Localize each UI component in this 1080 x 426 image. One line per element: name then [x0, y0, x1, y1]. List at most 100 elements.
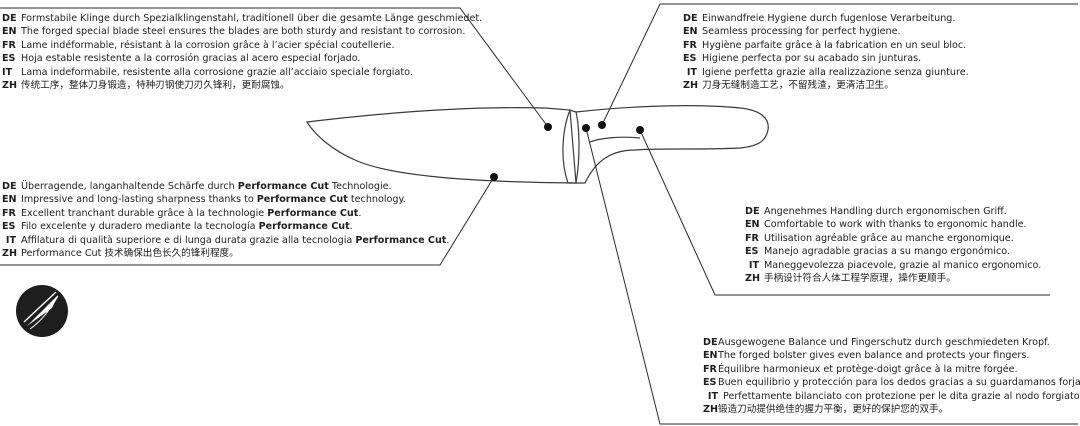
text-part: .	[358, 207, 362, 219]
line-text: Lame indéformable, résistant à la corros…	[21, 39, 395, 51]
sharpness-line-fr: FR Excellent tranchant durable grâce à la…	[2, 207, 449, 220]
technology-name: Performance Cut	[258, 221, 350, 233]
lang-code: IT	[2, 66, 13, 78]
line-text: Comfortable to work with thanks to ergon…	[764, 219, 1027, 231]
hygiene-line-de: DE Einwandfreie Hygiene durch fugenlose V…	[683, 12, 969, 25]
lang-code: DE	[745, 206, 760, 217]
lang-code: DE	[2, 13, 17, 24]
lang-code: EN	[745, 219, 760, 231]
lang-code: FR	[2, 207, 16, 219]
line-text: Manejo agradable gracias a su mango ergo…	[764, 246, 1010, 258]
leader-blade	[0, 7, 549, 128]
lang-code: ES	[745, 246, 759, 258]
line-text: 手柄设计符合人体工程学原理，操作更顺手。	[764, 273, 956, 285]
pointer-dot-blade	[544, 123, 552, 131]
lang-code: DE	[2, 181, 17, 192]
text-part: Affilatura di qualità superiore e di lun…	[21, 234, 356, 246]
lang-code: ZH	[2, 248, 17, 260]
lang-code: IT	[707, 390, 718, 402]
text-part: Performance Cut 技术确保出色长久的锋利程度。	[21, 248, 239, 260]
handle-outline	[575, 105, 769, 184]
hygiene-line-it: IT Igiene perfetta grazie alla realizzazi…	[683, 66, 969, 79]
line-text: Überragende, langanhaltende Schärfe durc…	[21, 180, 392, 193]
bolster-inner	[589, 136, 641, 143]
text-part: Excellent tranchant durable grâce à la t…	[21, 207, 268, 219]
text-part: technology.	[347, 194, 406, 206]
line-text: Maneggevolezza piacevole, grazie al mani…	[764, 259, 1042, 271]
blade-line-fr: FR Lame indéformable, résistant à la corr…	[2, 39, 482, 52]
text-part: Überragende, langanhaltende Schärfe durc…	[21, 181, 238, 192]
hygiene-description: DE Einwandfreie Hygiene durch fugenlose V…	[683, 12, 969, 92]
lang-code: DE	[683, 13, 698, 24]
lang-code: IT	[748, 259, 759, 271]
line-text: Hoja estable resistente a la corrosión g…	[21, 53, 361, 65]
line-text: Affilatura di qualità superiore e di lun…	[21, 234, 449, 247]
text-part: Impressive and long-lasting sharpness th…	[21, 194, 257, 206]
sharpness-description: DE Überragende, langanhaltende Schärfe du…	[2, 180, 449, 260]
sharpness-line-es: ES Filo excelente y duradero mediante la …	[2, 220, 449, 233]
line-text: Performance Cut 技术确保出色长久的锋利程度。	[21, 247, 239, 260]
line-text: Hygiène parfaite grâce à la fabrication …	[702, 39, 967, 51]
text-part: .	[446, 234, 450, 246]
blade-outline	[305, 107, 577, 184]
line-text: The forged bolster gives even balance an…	[718, 350, 1030, 362]
line-text: Excellent tranchant durable grâce à la t…	[21, 207, 361, 220]
sharpness-line-de: DE Überragende, langanhaltende Schärfe du…	[2, 180, 449, 193]
handle-line-en: EN Comfortable to work with thanks to erg…	[745, 218, 1041, 231]
line-text: 传统工序，整体刀身锻造，特种刃钢使刀刃久锋利，更耐腐蚀。	[21, 80, 290, 92]
blade-logo-icon	[16, 285, 68, 337]
line-text: Igiene perfetta grazie alla realizzazion…	[702, 66, 969, 78]
line-text: Équilibre harmonieux et protège-doigt gr…	[718, 363, 1018, 375]
leader-handle	[639, 129, 1050, 296]
line-text: 锻造刀动提供绝佳的握力平衡，更好的保护您的双手。	[718, 404, 949, 416]
lang-code: ES	[2, 221, 16, 233]
text-part: Technologie.	[328, 181, 392, 192]
technology-name: Performance Cut	[256, 194, 348, 206]
handle-line-it: IT Maneggevolezza piacevole, grazie al ma…	[745, 259, 1041, 272]
line-text: Buen equilibrio y protección para los de…	[718, 377, 1080, 389]
lang-code: FR	[703, 363, 717, 375]
lang-code: EN	[2, 26, 17, 38]
leader-bolster	[585, 127, 1078, 425]
lang-code: FR	[2, 39, 16, 51]
technology-name: Performance Cut	[237, 181, 329, 192]
lang-code: EN	[683, 26, 698, 38]
lang-code: EN	[703, 350, 718, 362]
line-text: Lama indeformabile, resistente alla corr…	[21, 66, 413, 78]
lang-code: ZH	[703, 404, 718, 416]
line-text: Einwandfreie Hygiene durch fugenlose Ver…	[702, 13, 956, 24]
text-part: .	[349, 221, 353, 233]
text-part: Filo excelente y duradero mediante la te…	[21, 221, 259, 233]
lang-code: ES	[683, 53, 697, 65]
line-text: Filo excelente y duradero mediante la te…	[21, 220, 353, 233]
line-text: Ausgewogene Balance und Fingerschutz dur…	[718, 337, 1050, 348]
pointer-dot-bolster	[582, 124, 590, 132]
lang-code: FR	[745, 232, 759, 244]
pointer-dot-sharpness	[490, 173, 498, 181]
lang-code: ZH	[683, 80, 698, 92]
blade-line-it: IT Lama indeformabile, resistente alla co…	[2, 66, 482, 79]
lang-code: ES	[703, 377, 717, 389]
handle-line-es: ES Manejo agradable gracias a su mango er…	[745, 245, 1041, 258]
lang-code: IT	[686, 66, 697, 78]
